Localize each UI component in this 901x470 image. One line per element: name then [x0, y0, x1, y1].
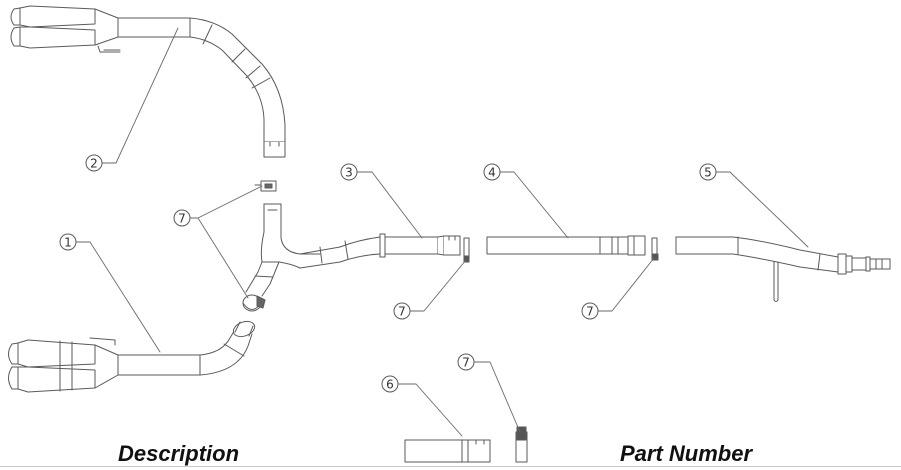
description-column-header: Description — [118, 441, 240, 466]
balloon-5: 5 — [699, 163, 717, 181]
part-7-clamp-c — [463, 237, 470, 263]
balloon-2: 2 — [85, 154, 103, 172]
balloon-3: 3 — [340, 163, 358, 181]
balloon-7d-label: 7 — [462, 356, 470, 370]
balloon-7b-label: 7 — [398, 305, 406, 319]
table-top-rule — [0, 466, 901, 467]
balloon-2-label: 2 — [90, 157, 98, 171]
balloon-7b: 7 — [393, 302, 411, 320]
part-3-intermediate-pipe — [379, 233, 461, 258]
balloon-6-label: 6 — [386, 378, 394, 392]
balloon-3-label: 3 — [345, 166, 353, 180]
balloon-4-label: 4 — [488, 166, 496, 180]
balloon-7d: 7 — [457, 353, 475, 371]
part-7-clamp-a — [254, 180, 277, 192]
part-number-column-header: Part Number — [620, 441, 753, 466]
balloon-7a: 7 — [173, 209, 191, 227]
balloon-7a-label: 7 — [178, 212, 186, 226]
part-7-clamp-d — [651, 237, 659, 261]
balloon-1-label: 1 — [64, 236, 72, 250]
y-pipe — [245, 203, 381, 297]
part-5-front-pipe — [675, 236, 891, 302]
part-6-sleeve — [404, 439, 491, 463]
part-1-lower-tailpipe — [8, 320, 256, 393]
balloon-5-label: 5 — [704, 166, 712, 180]
balloon-7c-label: 7 — [586, 305, 594, 319]
balloon-4: 4 — [483, 163, 501, 181]
part-7-clamp-e — [515, 426, 528, 463]
leader-lines — [75, 27, 809, 437]
balloon-1: 1 — [59, 233, 77, 251]
part-2-upper-tailpipe — [10, 5, 286, 158]
balloon-6: 6 — [381, 375, 399, 393]
balloon-7c: 7 — [581, 302, 599, 320]
part-4-mid-section — [486, 235, 646, 256]
part-7-clamp-b — [242, 294, 266, 312]
